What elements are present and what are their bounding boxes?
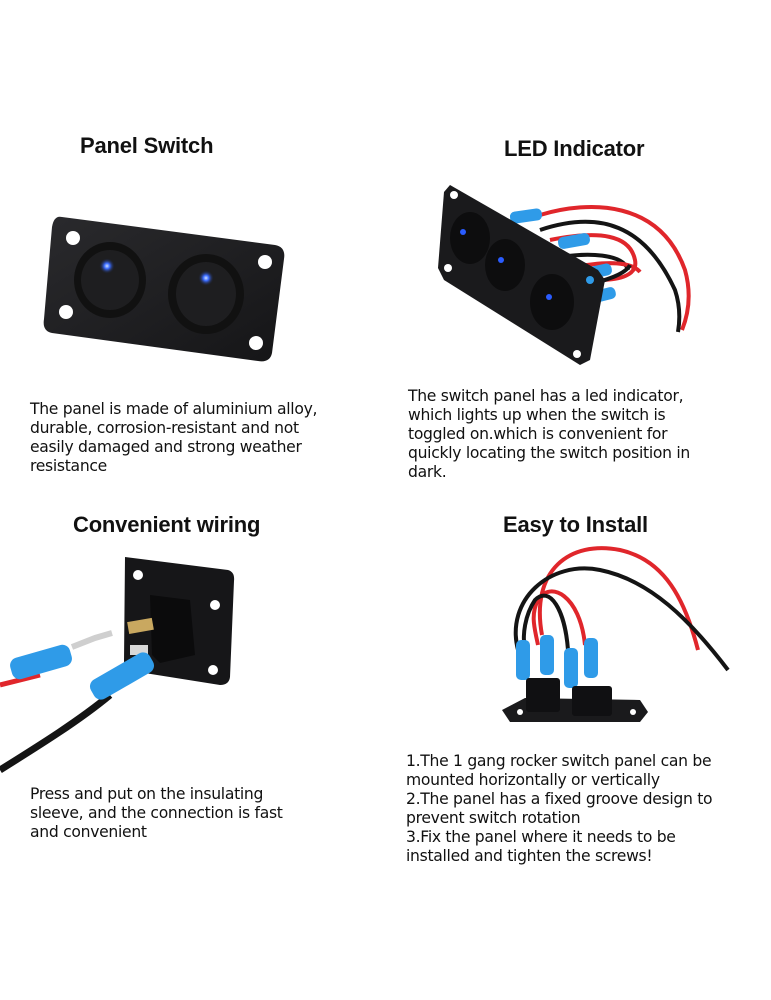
insulating-sleeve [10,644,72,680]
insulating-sleeve [540,635,554,675]
gold-terminal [127,617,154,634]
screw-hole [258,255,272,269]
led-indicator-icon [460,229,466,235]
section-title-led-indicator: LED Indicator [504,136,645,161]
led-indicator-icon [99,258,115,274]
screw-hole [630,709,636,715]
insulating-sleeve [509,208,543,224]
section-description-panel-switch: The panel is made of aluminium alloy, du… [30,400,318,475]
led-indicator-icon [198,270,214,286]
switch-body [526,678,560,712]
screw-hole [249,336,263,350]
section-description-easy-to-install: 1.The 1 gang rocker switch panel can be … [406,752,713,865]
screw-hole [517,709,523,715]
section-title-panel-switch: Panel Switch [80,133,214,158]
screw-hole [59,305,73,319]
section-title-convenient-wiring: Convenient wiring [73,512,261,537]
rocker-switch-button [81,250,139,310]
section-description-convenient-wiring: Press and put on the insulating sleeve, … [30,785,283,841]
spade-terminal [70,630,113,650]
black-wire [513,566,730,672]
led-indicator-icon [498,257,504,263]
switch-body [572,686,612,716]
screw-hole [586,276,594,284]
switch-panel-rear-wiring-photo [502,546,730,722]
screw-hole [66,231,80,245]
rocker-switch-button [176,262,236,326]
red-wire [539,205,691,331]
screw-hole [444,264,452,272]
rocker-switch-button [450,212,490,264]
insulating-sleeve [89,652,155,700]
screw-hole [133,570,143,580]
rocker-switch-button [530,274,574,330]
red-wire [0,672,41,688]
screw-hole [208,665,218,675]
screw-hole [450,191,458,199]
section-description-led-indicator: The switch panel has a led indicator, wh… [408,387,690,481]
switch-with-insulated-terminals-photo [0,557,235,773]
insulating-sleeve [564,648,578,688]
insulating-sleeve [516,640,530,680]
screw-hole [573,350,581,358]
screw-hole [210,600,220,610]
section-title-easy-to-install: Easy to Install [503,512,648,537]
led-indicator-icon [546,294,552,300]
black-wire [521,593,570,651]
rocker-switch-button [485,239,525,291]
two-gang-rocker-switch-panel-photo [43,216,285,362]
insulating-sleeve [557,233,591,249]
black-wire [0,692,113,773]
switch-body [150,595,195,663]
three-gang-switch-panel-with-wires-photo [438,185,691,365]
terminal [130,645,148,655]
red-wire [538,546,700,651]
black-wire [539,219,682,333]
insulating-sleeve [584,638,598,678]
